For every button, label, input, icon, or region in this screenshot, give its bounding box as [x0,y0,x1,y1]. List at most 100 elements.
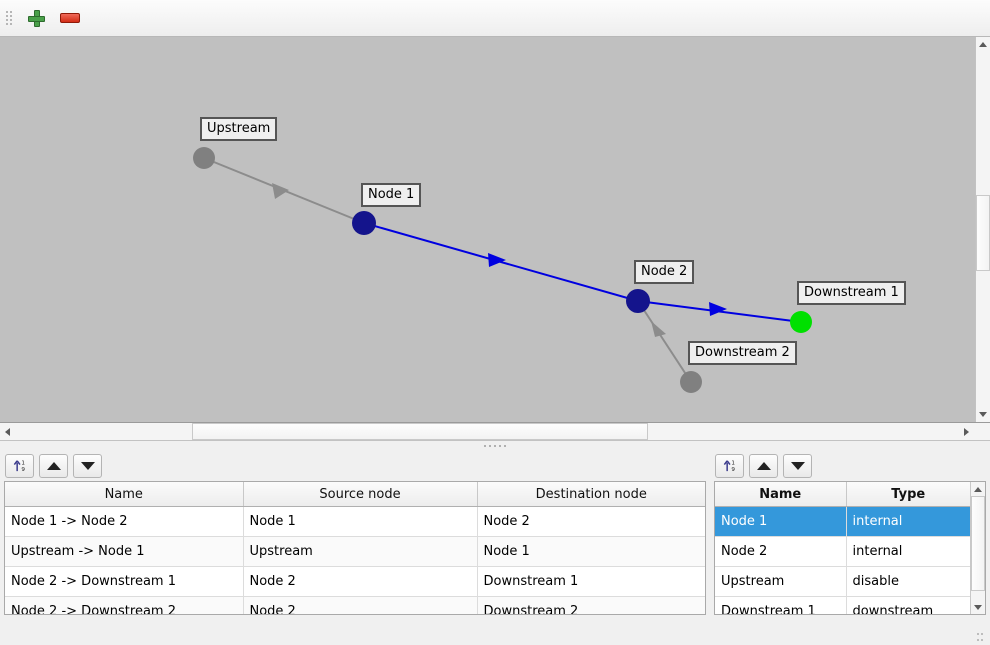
edges-toolbar: 1 9 [0,450,710,481]
scroll-left-button[interactable] [0,423,14,440]
edges-move-up-button[interactable] [39,453,68,478]
arrow-up-icon [46,461,61,470]
edges-sort-button[interactable]: 1 9 [5,453,34,478]
svg-text:1: 1 [21,461,25,467]
table-row[interactable]: Node 2 -> Downstream 1 Node 2 Downstream… [5,566,705,597]
nodes-table-header-row: Name Type [715,482,970,507]
edge-source: Node 1 [243,506,478,537]
edge-name: Upstream -> Node 1 [5,536,244,567]
canvas-vscroll-thumb[interactable] [976,195,990,271]
edges-column-name[interactable]: Name [5,482,244,507]
chevron-right-icon [963,427,969,436]
resize-grip[interactable] [977,633,986,642]
nodes-toolbar: 1 9 [710,450,990,481]
node-type: internal [846,506,970,537]
canvas-horizontal-scrollbar[interactable] [0,423,990,441]
graph-node-node1[interactable] [352,211,376,235]
pane-splitter[interactable] [0,441,990,450]
edge-destination: Node 1 [477,536,705,567]
edges-pane: 1 9 Name Source node [0,450,710,615]
edges-table-header-row: Name Source node Destination node [5,482,705,507]
node-name: Downstream 1 [715,596,847,614]
edge-destination: Node 2 [477,506,705,537]
graph-node-label-downstream1[interactable]: Downstream 1 [797,281,906,305]
table-row[interactable]: Node 1 internal [715,506,970,537]
graph-svg [193,147,812,393]
node-type: internal [846,536,970,567]
node-name: Node 1 [715,506,847,537]
graph-node-label-node1[interactable]: Node 1 [361,183,422,207]
nodes-scroll-up-button[interactable] [971,482,985,496]
svg-text:9: 9 [21,467,25,473]
edges-move-down-button[interactable] [73,453,102,478]
table-row[interactable]: Node 2 -> Downstream 2 Node 2 Downstream… [5,596,705,614]
node-name: Node 2 [715,536,847,567]
arrow-up-icon [756,461,771,470]
edge-destination: Downstream 2 [477,596,705,614]
edges-column-destination[interactable]: Destination node [477,482,705,507]
node-name: Upstream [715,566,847,597]
nodes-sort-button[interactable]: 1 9 [715,453,744,478]
chevron-left-icon [4,427,10,436]
plus-icon [27,9,45,27]
graph-node-label-downstream2[interactable]: Downstream 2 [688,341,797,365]
svg-text:1: 1 [731,461,735,467]
arrow-down-icon [80,461,95,470]
edge-destination: Downstream 1 [477,566,705,597]
toolbar-drag-handle[interactable] [4,7,13,29]
edge-name: Node 2 -> Downstream 1 [5,566,244,597]
graph-edge-node2-downstream1[interactable] [637,300,802,323]
chevron-up-icon [974,486,982,492]
chevron-down-icon [974,604,982,610]
sort-icon: 1 9 [13,460,25,473]
table-row[interactable]: Node 1 -> Node 2 Node 1 Node 2 [5,506,705,537]
canvas-hscroll-thumb[interactable] [192,423,648,440]
node-type: downstream [846,596,970,614]
graph-node-upstream[interactable] [193,147,215,169]
graph-canvas[interactable]: Upstream Node 1 Node 2 Downstream 1 Down… [0,37,990,423]
svg-text:9: 9 [731,467,735,473]
graph-node-downstream2[interactable] [680,371,702,393]
canvas-vertical-scrollbar[interactable] [975,37,990,422]
graph-edge-node1-node2[interactable] [363,222,639,302]
nodes-table-scrollbar[interactable] [970,482,985,614]
edge-name: Node 2 -> Downstream 2 [5,596,244,614]
nodes-vscroll-thumb[interactable] [971,496,985,591]
edges-table-container: Name Source node Destination node Node 1… [4,481,706,615]
sort-icon: 1 9 [723,460,735,473]
nodes-column-name[interactable]: Name [715,482,847,507]
main-toolbar [0,0,990,37]
edge-name: Node 1 -> Node 2 [5,506,244,537]
edges-column-source[interactable]: Source node [243,482,478,507]
graph-edge-node2-downstream2[interactable] [637,300,692,383]
edge-source: Node 2 [243,596,478,614]
nodes-move-up-button[interactable] [749,453,778,478]
nodes-scroll-down-button[interactable] [971,600,985,614]
bottom-panes: 1 9 Name Source node [0,450,990,615]
nodes-pane: 1 9 Name Type [710,450,990,615]
nodes-move-down-button[interactable] [783,453,812,478]
node-type: disable [846,566,970,597]
nodes-column-type[interactable]: Type [846,482,970,507]
graph-edge-upstream-node1[interactable] [203,157,365,224]
graph-node-label-upstream[interactable]: Upstream [200,117,278,141]
scroll-down-button[interactable] [976,407,990,422]
add-node-button[interactable] [21,4,51,32]
table-row[interactable]: Upstream disable [715,566,970,597]
edge-source: Node 2 [243,566,478,597]
table-row[interactable]: Downstream 1 downstream [715,596,970,614]
minus-icon [60,13,80,23]
nodes-table-container: Name Type Node 1 internal Node 2 interna… [714,481,986,615]
table-row[interactable]: Node 2 internal [715,536,970,567]
edge-source: Upstream [243,536,478,567]
graph-node-label-node2[interactable]: Node 2 [634,260,695,284]
arrow-down-icon [790,461,805,470]
table-row[interactable]: Upstream -> Node 1 Upstream Node 1 [5,536,705,567]
scroll-up-button[interactable] [976,37,990,52]
remove-node-button[interactable] [55,4,85,32]
graph-node-node2[interactable] [626,289,650,313]
scroll-right-button[interactable] [959,423,973,440]
status-bar [0,615,990,645]
graph-node-downstream1[interactable] [790,311,812,333]
